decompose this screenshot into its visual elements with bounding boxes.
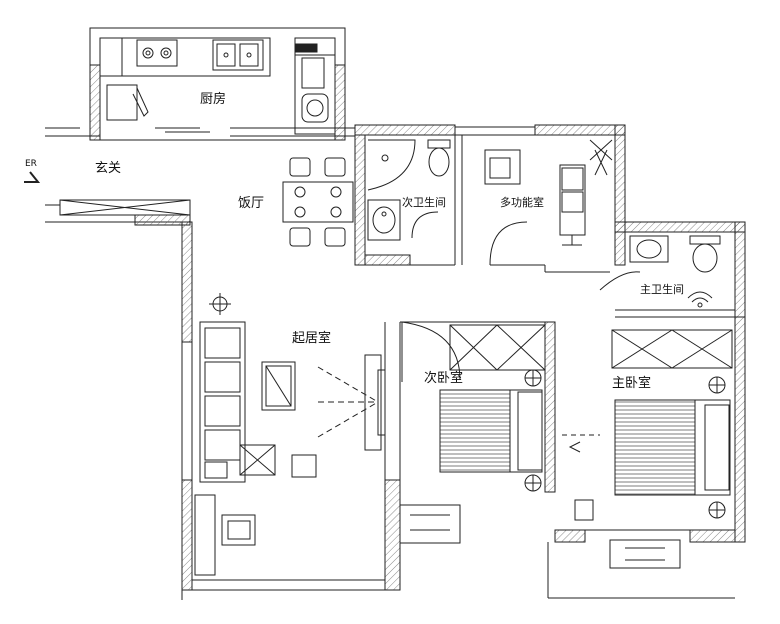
master-bedroom-label: 主卧室	[612, 375, 651, 391]
coffee-table-icon	[261, 361, 296, 411]
second-bedroom-area: 次卧室	[399, 321, 556, 544]
entry-label: 玄关	[95, 161, 121, 176]
desk-chair-icon	[484, 149, 521, 185]
corridor-walls	[45, 124, 626, 226]
armchair-icon	[239, 444, 276, 476]
ceiling-light-icon	[209, 293, 231, 315]
multi-room-door-swing	[489, 221, 528, 266]
side-table-icon	[291, 454, 317, 478]
multi-room-label: 多功能室	[500, 195, 544, 209]
master-window-bay	[609, 539, 681, 569]
kitchen-sliding-door	[155, 127, 210, 133]
kitchen-wall-right	[334, 64, 346, 141]
second-bedroom-label: 次卧室	[424, 370, 463, 386]
arrow-icon	[568, 441, 581, 453]
cabinet-icon	[106, 84, 149, 121]
nightstand-lamp-icons	[524, 369, 542, 492]
svg-text:ER: ER	[25, 159, 37, 169]
living-area: 起居室	[181, 221, 401, 600]
plate-icons	[294, 186, 342, 218]
kitchen-area: 厨房	[89, 27, 346, 141]
dining-label: 饭厅	[238, 196, 264, 211]
master-side-cabinet	[574, 499, 594, 521]
kitchen-wall-left	[89, 64, 101, 141]
entry-cabinet	[59, 199, 191, 216]
master-shower-icon	[687, 291, 713, 308]
dining-chairs	[289, 157, 346, 247]
stove-icon	[136, 39, 178, 67]
tv-cabinet-icon	[364, 354, 386, 451]
master-bath-label: 主卫生间	[640, 282, 684, 296]
entry-door-marker: ER	[24, 159, 41, 183]
master-nightstand-icons	[708, 376, 726, 519]
master-washbasin-icon	[629, 235, 669, 263]
dining-table	[282, 181, 354, 223]
tv-sightlines	[317, 366, 379, 438]
guest-bath-label: 次卫生间	[402, 195, 446, 209]
master-toilet-icon	[689, 235, 721, 273]
bed-icon	[439, 389, 543, 473]
multi-room-area: 多功能室	[484, 124, 626, 273]
sofa-bed-icon	[559, 164, 586, 246]
master-wardrobe-icon	[611, 329, 733, 369]
master-bath-area: 主卫生间	[599, 221, 746, 318]
shower-icon	[367, 139, 416, 191]
kitchen-counter-end	[99, 37, 123, 77]
kitchen-sink-icon	[212, 39, 264, 71]
wardrobe-icon	[449, 324, 546, 371]
guest-bath-door-swing	[411, 211, 439, 239]
living-label: 起居室	[292, 330, 331, 346]
toilet-icon	[427, 139, 451, 177]
refrigerator-icon	[294, 37, 336, 135]
master-bed-icon	[614, 399, 731, 496]
master-bedroom-area: 主卧室	[547, 316, 746, 599]
washbasin-icon	[367, 199, 401, 241]
dining-area: 饭厅	[238, 157, 354, 247]
master-bath-door-swing	[599, 271, 641, 291]
kitchen-label: 厨房	[200, 91, 226, 107]
plant-icon	[589, 139, 613, 176]
second-bedroom-door-swing	[401, 321, 461, 381]
cabinet-storage-icon	[194, 494, 256, 576]
guest-bath-area: 次卫生间	[354, 134, 463, 266]
sofa-icon	[199, 321, 246, 483]
